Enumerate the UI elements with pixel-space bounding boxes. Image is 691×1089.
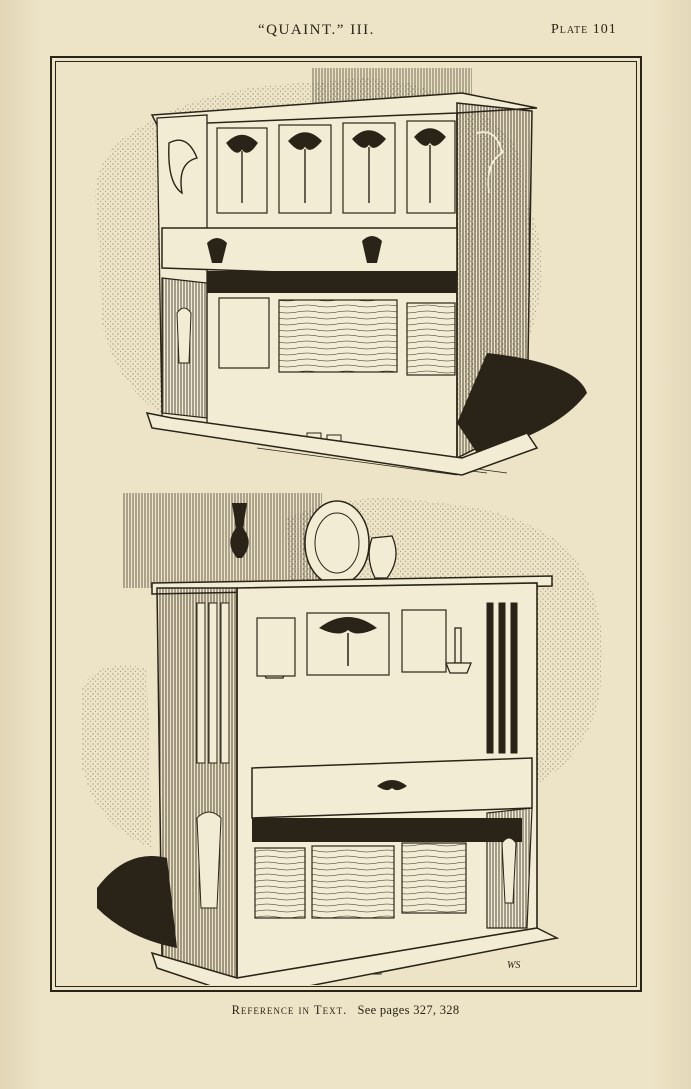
bottom-floor-shadow — [97, 856, 177, 948]
bottom-left-columns — [196, 602, 230, 764]
top-piano-drawing — [95, 68, 587, 476]
top-lower-panels — [218, 297, 456, 376]
page-header: “QUAINT.” III. Plate 101 — [0, 20, 691, 44]
caption-pages: See pages 327, 328 — [357, 1003, 460, 1017]
bottom-right-columns — [486, 602, 518, 754]
plate-illustration: WS — [82, 68, 603, 985]
plate-number: Plate 101 — [551, 22, 617, 37]
plate-inner-border — [55, 61, 637, 987]
bottom-jug — [368, 535, 397, 579]
top-side-panel — [456, 102, 533, 460]
bottom-lower-panels — [254, 842, 467, 919]
running-title: “QUAINT.” III. — [258, 22, 375, 38]
bottom-vase — [230, 503, 249, 558]
caption-reference: Reference in Text. — [231, 1003, 348, 1017]
bottom-piano-drawing: WS — [82, 493, 603, 985]
plate-outer-border — [50, 56, 642, 992]
artist-monogram: WS — [507, 960, 520, 971]
plate-caption: Reference in Text. See pages 327, 328 — [0, 1003, 691, 1018]
